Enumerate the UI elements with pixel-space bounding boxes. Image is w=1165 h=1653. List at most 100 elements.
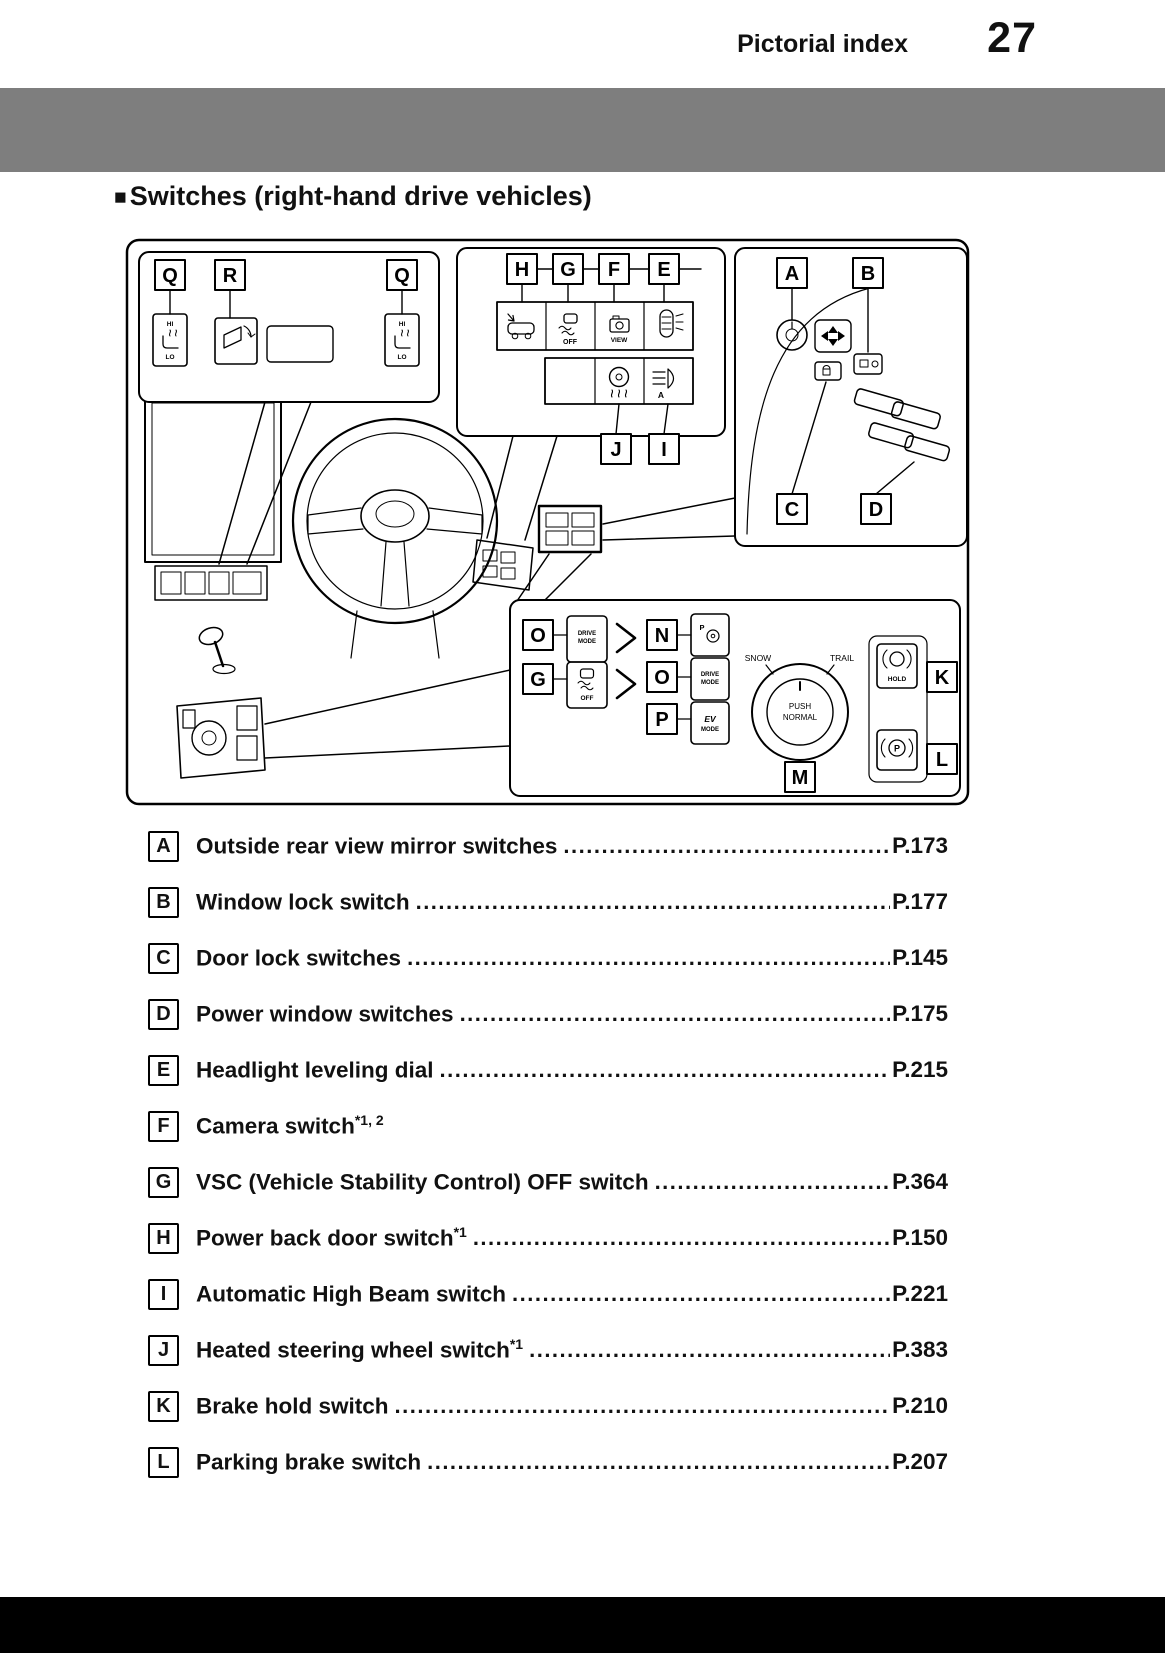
svg-text:VIEW: VIEW: [611, 337, 628, 344]
index-key-box: H: [148, 1222, 179, 1254]
dotted-leader: [529, 1337, 890, 1363]
svg-text:R: R: [223, 265, 238, 287]
svg-text:B: B: [861, 263, 875, 285]
index-label: Power back door switch*1: [196, 1224, 467, 1252]
dotted-leader: [512, 1281, 890, 1307]
callout-A: A: [776, 257, 808, 289]
callout-L: L: [926, 743, 958, 775]
index-label: Headlight leveling dial: [196, 1056, 434, 1084]
index-key-letter: C: [156, 946, 171, 969]
svg-text:Q: Q: [162, 265, 178, 287]
heater-switch-icon-right: HI LO: [384, 313, 420, 367]
page-number: 27: [987, 14, 1037, 62]
callout-E: E: [648, 253, 680, 285]
heated-steering-wheel-icon: [608, 366, 630, 398]
index-key-box: J: [148, 1334, 179, 1366]
page-ref: P.175: [892, 1001, 948, 1026]
steering-wheel: [291, 417, 499, 659]
index-row: D Power window switches P.175: [148, 986, 948, 1042]
dotted-leader: [563, 833, 890, 859]
index-row: J Heated steering wheel switch*1 P.383: [148, 1322, 948, 1378]
index-label: Parking brake switch: [196, 1448, 421, 1476]
callout-Q1: Q: [154, 259, 186, 291]
index-key-letter: L: [157, 1450, 170, 1473]
index-key-box: C: [148, 942, 179, 974]
svg-text:OFF: OFF: [581, 695, 594, 702]
index-label-text: Outside rear view mirror switches: [196, 833, 558, 859]
blank-switch-slot: [266, 325, 334, 363]
page-ref: P.145: [892, 945, 948, 970]
svg-text:P: P: [894, 744, 900, 754]
svg-text:MODE: MODE: [701, 727, 719, 733]
svg-text:DRIVE: DRIVE: [578, 631, 596, 637]
callout-B: B: [852, 257, 884, 289]
svg-text:LO: LO: [397, 354, 406, 361]
callout-M: M: [784, 761, 816, 793]
parking-brake-switch-icon: P: [876, 729, 918, 771]
dotted-leader: [407, 945, 890, 971]
index-row: A Outside rear view mirror switches P.17…: [148, 818, 948, 874]
page-ref: P.173: [892, 833, 948, 858]
footnote-marker: *1, 2: [354, 1112, 384, 1129]
section-title: ■ Switches (right-hand drive vehicles): [114, 181, 592, 212]
footer-black-bar: [0, 1597, 1165, 1653]
index-key-letter: G: [155, 1170, 172, 1193]
page-ref: P.150: [892, 1225, 948, 1250]
dotted-leader: [473, 1225, 890, 1251]
park-steering-switch-icon: P: [690, 613, 730, 657]
index-label-text: Brake hold switch: [196, 1393, 389, 1419]
index-label: VSC (Vehicle Stability Control) OFF swit…: [196, 1168, 649, 1196]
automatic-high-beam-icon: A: [652, 368, 675, 400]
svg-text:PUSH: PUSH: [789, 702, 811, 711]
index-label: Heated steering wheel switch*1: [196, 1336, 523, 1364]
index-row: G VSC (Vehicle Stability Control) OFF sw…: [148, 1154, 948, 1210]
callout-O1: O: [522, 619, 554, 651]
power-window-switches: [853, 388, 951, 462]
index-key-letter: I: [160, 1282, 167, 1305]
panel-top-middle: OFF VIEW A: [456, 247, 726, 437]
svg-text:O: O: [654, 667, 670, 689]
vsc-off-switch-icon: OFF: [566, 661, 608, 709]
page-ref: P.364: [892, 1169, 948, 1194]
index-key-box: L: [148, 1446, 179, 1478]
svg-text:O: O: [530, 625, 546, 647]
svg-text:G: G: [530, 669, 546, 691]
panel-lower: DRIVE MODE OFF P DRIVE MODE EV MODE: [509, 599, 961, 797]
svg-text:DRIVE: DRIVE: [701, 672, 719, 678]
index-key-box: E: [148, 1054, 179, 1086]
index-key-box: I: [148, 1278, 179, 1310]
index-row: E Headlight leveling dial P.215: [148, 1042, 948, 1098]
svg-text:EV: EV: [704, 714, 717, 724]
svg-text:H: H: [515, 259, 529, 281]
index-label-text: Power window switches: [196, 1001, 454, 1027]
index-list: A Outside rear view mirror switches P.17…: [148, 818, 948, 1490]
mirror-fold-icon: [214, 317, 258, 365]
camera-icon: VIEW: [609, 315, 630, 344]
index-key-letter: E: [156, 1058, 171, 1081]
index-row: F Camera switch*1, 2: [148, 1098, 948, 1154]
callout-R: R: [214, 259, 246, 291]
svg-text:M: M: [792, 767, 809, 789]
svg-text:I: I: [661, 439, 667, 461]
svg-text:J: J: [610, 439, 621, 461]
door-lock-switch-icon: [814, 361, 842, 381]
drive-mode-dial: SNOW TRAIL PUSH NORMAL: [745, 653, 854, 761]
svg-text:K: K: [935, 667, 950, 689]
svg-text:E: E: [657, 259, 670, 281]
svg-text:P: P: [699, 623, 704, 632]
callout-Q2: Q: [386, 259, 418, 291]
callout-O2: O: [646, 661, 678, 693]
callout-P: P: [646, 703, 678, 735]
svg-text:D: D: [869, 499, 883, 521]
index-key-letter: F: [157, 1114, 170, 1137]
lower-console-cluster: [176, 697, 266, 779]
page-ref: P.177: [892, 889, 948, 914]
svg-text:A: A: [785, 263, 799, 285]
index-label-text: Camera switch: [196, 1113, 355, 1139]
page-header-title: Pictorial index: [737, 30, 908, 58]
svg-text:F: F: [608, 259, 620, 281]
dash-switch-cluster-a: [472, 539, 534, 591]
callout-F: F: [598, 253, 630, 285]
callout-H: H: [506, 253, 538, 285]
dotted-leader: [395, 1393, 891, 1419]
